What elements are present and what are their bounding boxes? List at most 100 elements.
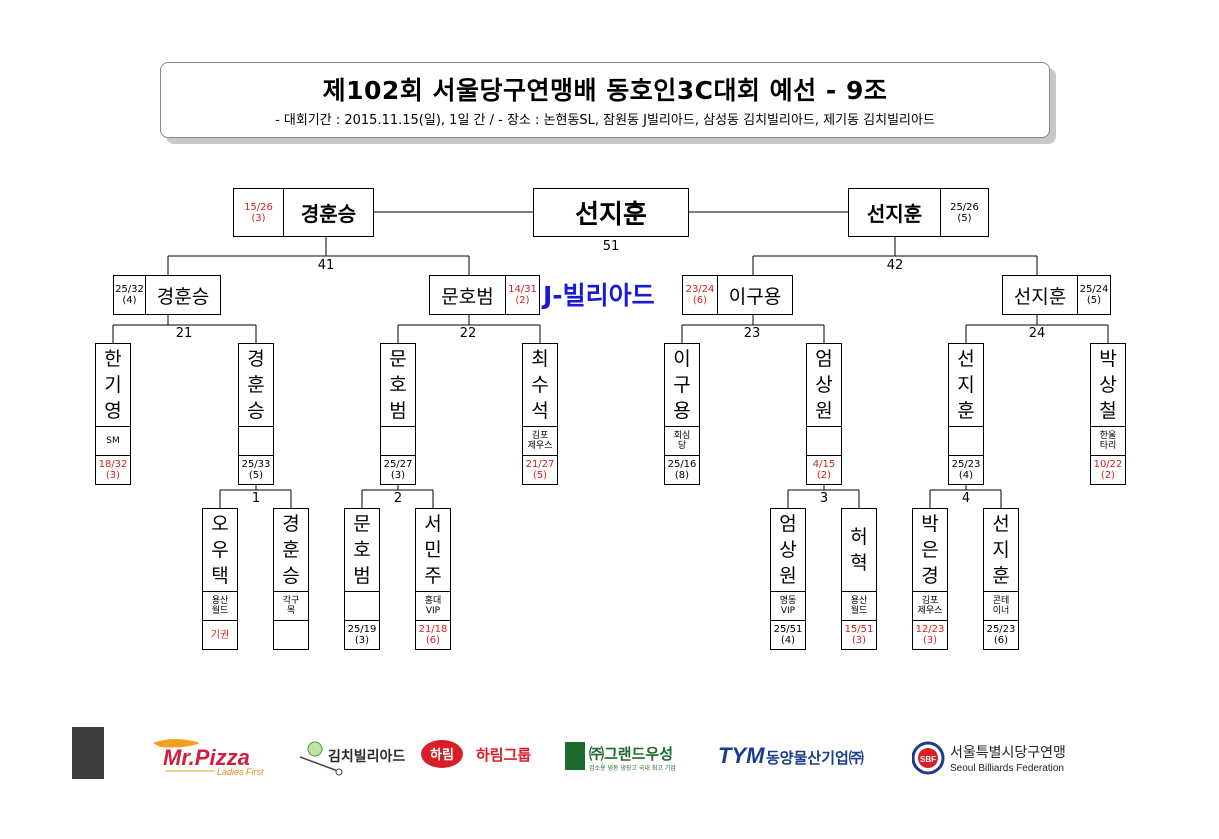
name-char: 훈 <box>282 539 300 561</box>
score-value: 25/24 <box>1079 284 1109 295</box>
inning-value: (3) <box>251 212 266 224</box>
player-score: 25/19(3) <box>345 621 379 649</box>
score-value: 25/51 <box>773 624 803 635</box>
player-score: 21/27(5) <box>523 456 557 484</box>
score-value: 25/23 <box>951 459 981 470</box>
quarter-3-name: 이구용 <box>728 285 782 308</box>
player-club <box>239 427 273 456</box>
sponsor-tagline: Seoul Billiards Federation <box>950 763 1064 774</box>
name-char: 오 <box>211 513 229 535</box>
name-char: 철 <box>1099 400 1117 422</box>
player-score: 25/23(6) <box>984 621 1018 649</box>
match-number-41: 41 <box>317 258 335 273</box>
player-score: 기권 <box>203 621 237 649</box>
inning-value: (4) <box>780 635 796 646</box>
player-score: 25/27(3) <box>381 456 415 484</box>
quarter-2-name: 문호범 <box>430 276 506 314</box>
semi-left-box: 15/26(3) 경훈승 <box>233 188 374 237</box>
name-char: 승 <box>282 565 300 587</box>
player-score: 25/23(4) <box>949 456 983 484</box>
score-value: 기권 <box>210 629 230 641</box>
name-char: 혁 <box>850 552 868 574</box>
match-number-1: 1 <box>251 491 261 506</box>
inning-value: (6) <box>692 295 708 306</box>
footer-marker <box>72 727 104 779</box>
player-score: 10/22(2) <box>1091 456 1125 484</box>
semi-left-score: 15/26(3) <box>234 189 284 236</box>
player-score: 18/32(3) <box>96 456 130 484</box>
inning-value: (5) <box>957 212 972 224</box>
quarter-1-score: 25/32(4) <box>114 276 146 314</box>
quarter-3-score: 23/24(6) <box>683 276 718 314</box>
sponsor-name: 김치빌리아드 <box>328 748 405 765</box>
name-char: 경 <box>282 513 300 535</box>
cabbage-mascot-icon <box>307 741 323 757</box>
score-value: 4/15 <box>812 459 836 470</box>
score-value: 12/23 <box>915 624 945 635</box>
name-char: 택 <box>211 565 229 587</box>
inning-value: (3) <box>354 635 370 646</box>
sponsor-name: 하림그룹 <box>476 746 531 764</box>
player-score: 25/16(8) <box>665 456 699 484</box>
inning-value: (6) <box>993 635 1009 646</box>
name-char: 민 <box>424 539 442 561</box>
name-char: 승 <box>247 400 265 422</box>
name-char: 석 <box>531 400 549 422</box>
score-value: 15/51 <box>844 624 874 635</box>
name-char: 엄 <box>779 513 797 535</box>
name-char: 원 <box>815 400 833 422</box>
sponsor-badge: 하림 <box>430 747 454 763</box>
match-number-21: 21 <box>175 326 193 341</box>
name-char: 훈 <box>247 374 265 396</box>
name-char: 영 <box>104 400 122 422</box>
sponsor-name: Mr.Pizza <box>163 745 250 770</box>
player-score: 25/51(4) <box>771 621 805 649</box>
final-winner-box: 선지훈 <box>533 188 689 237</box>
leaf-icon <box>565 742 585 770</box>
inning-value: (3) <box>851 635 867 646</box>
name-char: 엄 <box>815 348 833 370</box>
semi-right-score: 25/26(5) <box>941 189 988 236</box>
inning-value: (6) <box>425 635 441 646</box>
final-winner-name: 선지훈 <box>575 200 647 230</box>
match-number-22: 22 <box>459 326 477 341</box>
score-value: 25/23 <box>986 624 1016 635</box>
name-char: 문 <box>389 348 407 370</box>
title-box: 제102회 서울당구연맹배 동호인3C대회 예선 - 9조 - 대회기간 : 2… <box>160 62 1050 138</box>
quarter-3-box: 23/24(6) 이구용 <box>682 275 793 315</box>
sponsor-kimchi-billiards-logo: 김치빌리아드 <box>300 737 410 777</box>
player-score: 25/33(5) <box>239 456 273 484</box>
name-char: 범 <box>389 400 407 422</box>
name-char: 상 <box>815 374 833 396</box>
score-value: 25/33 <box>241 459 271 470</box>
name-char: 지 <box>992 539 1010 561</box>
score-value: 25/19 <box>347 624 377 635</box>
player-score: 15/51(3) <box>842 621 876 649</box>
quarter-1-box: 25/32(4) 경훈승 <box>113 275 221 315</box>
pizza-swoosh-icon <box>153 739 200 748</box>
score-value: 21/18 <box>418 624 448 635</box>
score-value: 25/27 <box>383 459 413 470</box>
quarter-2-box: 문호범 14/31(2) <box>429 275 540 315</box>
score-value: 25/16 <box>667 459 697 470</box>
name-char: 은 <box>921 539 939 561</box>
inning-value: (4) <box>122 295 137 306</box>
